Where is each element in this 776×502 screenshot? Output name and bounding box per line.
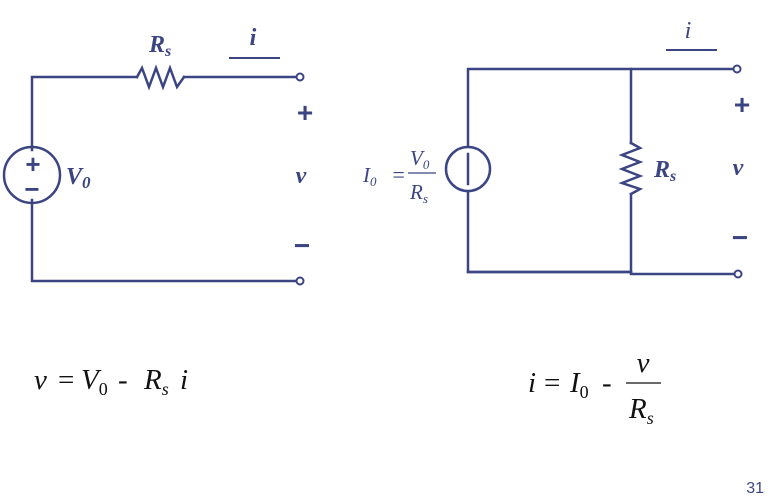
left-eq-V: V xyxy=(81,364,102,396)
left-top-terminal[interactable] xyxy=(295,72,305,82)
left-output-plus: + xyxy=(297,97,313,128)
left-current-label: i xyxy=(250,25,257,51)
shunt-resistor-label: Rs xyxy=(653,157,676,185)
source-relation-I-sub: 0 xyxy=(370,174,377,189)
right-eq-I-sub: 0 xyxy=(580,382,589,402)
left-bottom-wire xyxy=(30,198,298,283)
right-eq-minus: - xyxy=(602,367,612,399)
right-eq-i: i xyxy=(528,367,536,399)
left-equation-text: v = V0 - Rs i xyxy=(34,364,188,402)
shunt-resistor-sub: s xyxy=(669,168,676,185)
source-relation-denominator: Rs xyxy=(409,180,428,206)
source-relation-V: V xyxy=(410,146,425,170)
shunt-resistor-R: R xyxy=(653,157,670,183)
shunt-resistor-zigzag xyxy=(618,141,644,196)
right-eq-R-sub: s xyxy=(647,408,654,428)
left-output-voltage-label: v xyxy=(296,163,307,189)
right-eq-I: I xyxy=(569,367,581,399)
source-relation-equals: = xyxy=(391,162,406,187)
voltage-source-symbol xyxy=(2,145,62,205)
right-eq-denominator: Rs xyxy=(628,393,654,428)
right-eq-R: R xyxy=(628,393,647,425)
source-relation-numerator: V0 xyxy=(410,146,430,172)
right-current-label: i xyxy=(685,18,692,44)
source-label-V0: V0 xyxy=(66,164,91,192)
voltage-source-circuit: + − V0 Rs i + v − xyxy=(2,25,313,286)
current-source-circuit: Rs i + v − I0 = V0 Rs xyxy=(362,18,750,279)
source-relation-R: R xyxy=(409,180,423,204)
right-bottom-wire xyxy=(466,190,736,276)
left-eq-R: R xyxy=(143,364,162,396)
series-resistor-R: R xyxy=(148,32,165,58)
left-top-wire-a xyxy=(30,75,139,152)
source-label-sub: 0 xyxy=(82,173,91,192)
source-relation-V-sub: 0 xyxy=(423,157,430,172)
left-eq-v: v xyxy=(34,364,47,396)
current-source-symbol xyxy=(444,145,492,193)
right-output-minus: − xyxy=(732,222,748,253)
left-equation: v = V0 - Rs i xyxy=(34,364,188,402)
right-bottom-terminal[interactable] xyxy=(733,269,743,279)
source-label-V: V xyxy=(66,164,84,190)
right-output-voltage-label: v xyxy=(733,155,744,181)
series-resistor-sub: s xyxy=(164,43,171,60)
right-top-wire xyxy=(466,67,735,148)
right-output-plus: + xyxy=(734,89,750,120)
left-eq-equals: = xyxy=(58,364,74,396)
left-eq-R-sub: s xyxy=(162,379,169,399)
source-relation-lhs: I0 xyxy=(362,163,377,189)
right-eq-equals: = xyxy=(544,367,560,399)
right-top-terminal[interactable] xyxy=(732,64,742,74)
voltage-source-plus: + xyxy=(25,149,40,179)
left-bottom-terminal[interactable] xyxy=(295,276,305,286)
series-resistor-zigzag xyxy=(135,64,186,91)
left-eq-minus: - xyxy=(118,364,128,396)
left-eq-V-sub: 0 xyxy=(99,379,108,399)
page-number: 31 xyxy=(746,480,764,497)
series-resistor-label: Rs xyxy=(148,32,171,60)
right-equation-text: i = I0 - xyxy=(528,367,612,405)
source-relation-I: I xyxy=(362,163,371,187)
voltage-source-minus: − xyxy=(24,174,39,204)
left-output-minus: − xyxy=(294,230,310,261)
right-equation: i = I0 - v Rs xyxy=(528,347,661,428)
left-eq-i: i xyxy=(180,364,188,396)
right-eq-numerator: v xyxy=(637,347,650,379)
source-relation-R-sub: s xyxy=(423,191,428,206)
source-relation: I0 = V0 Rs xyxy=(362,146,436,206)
